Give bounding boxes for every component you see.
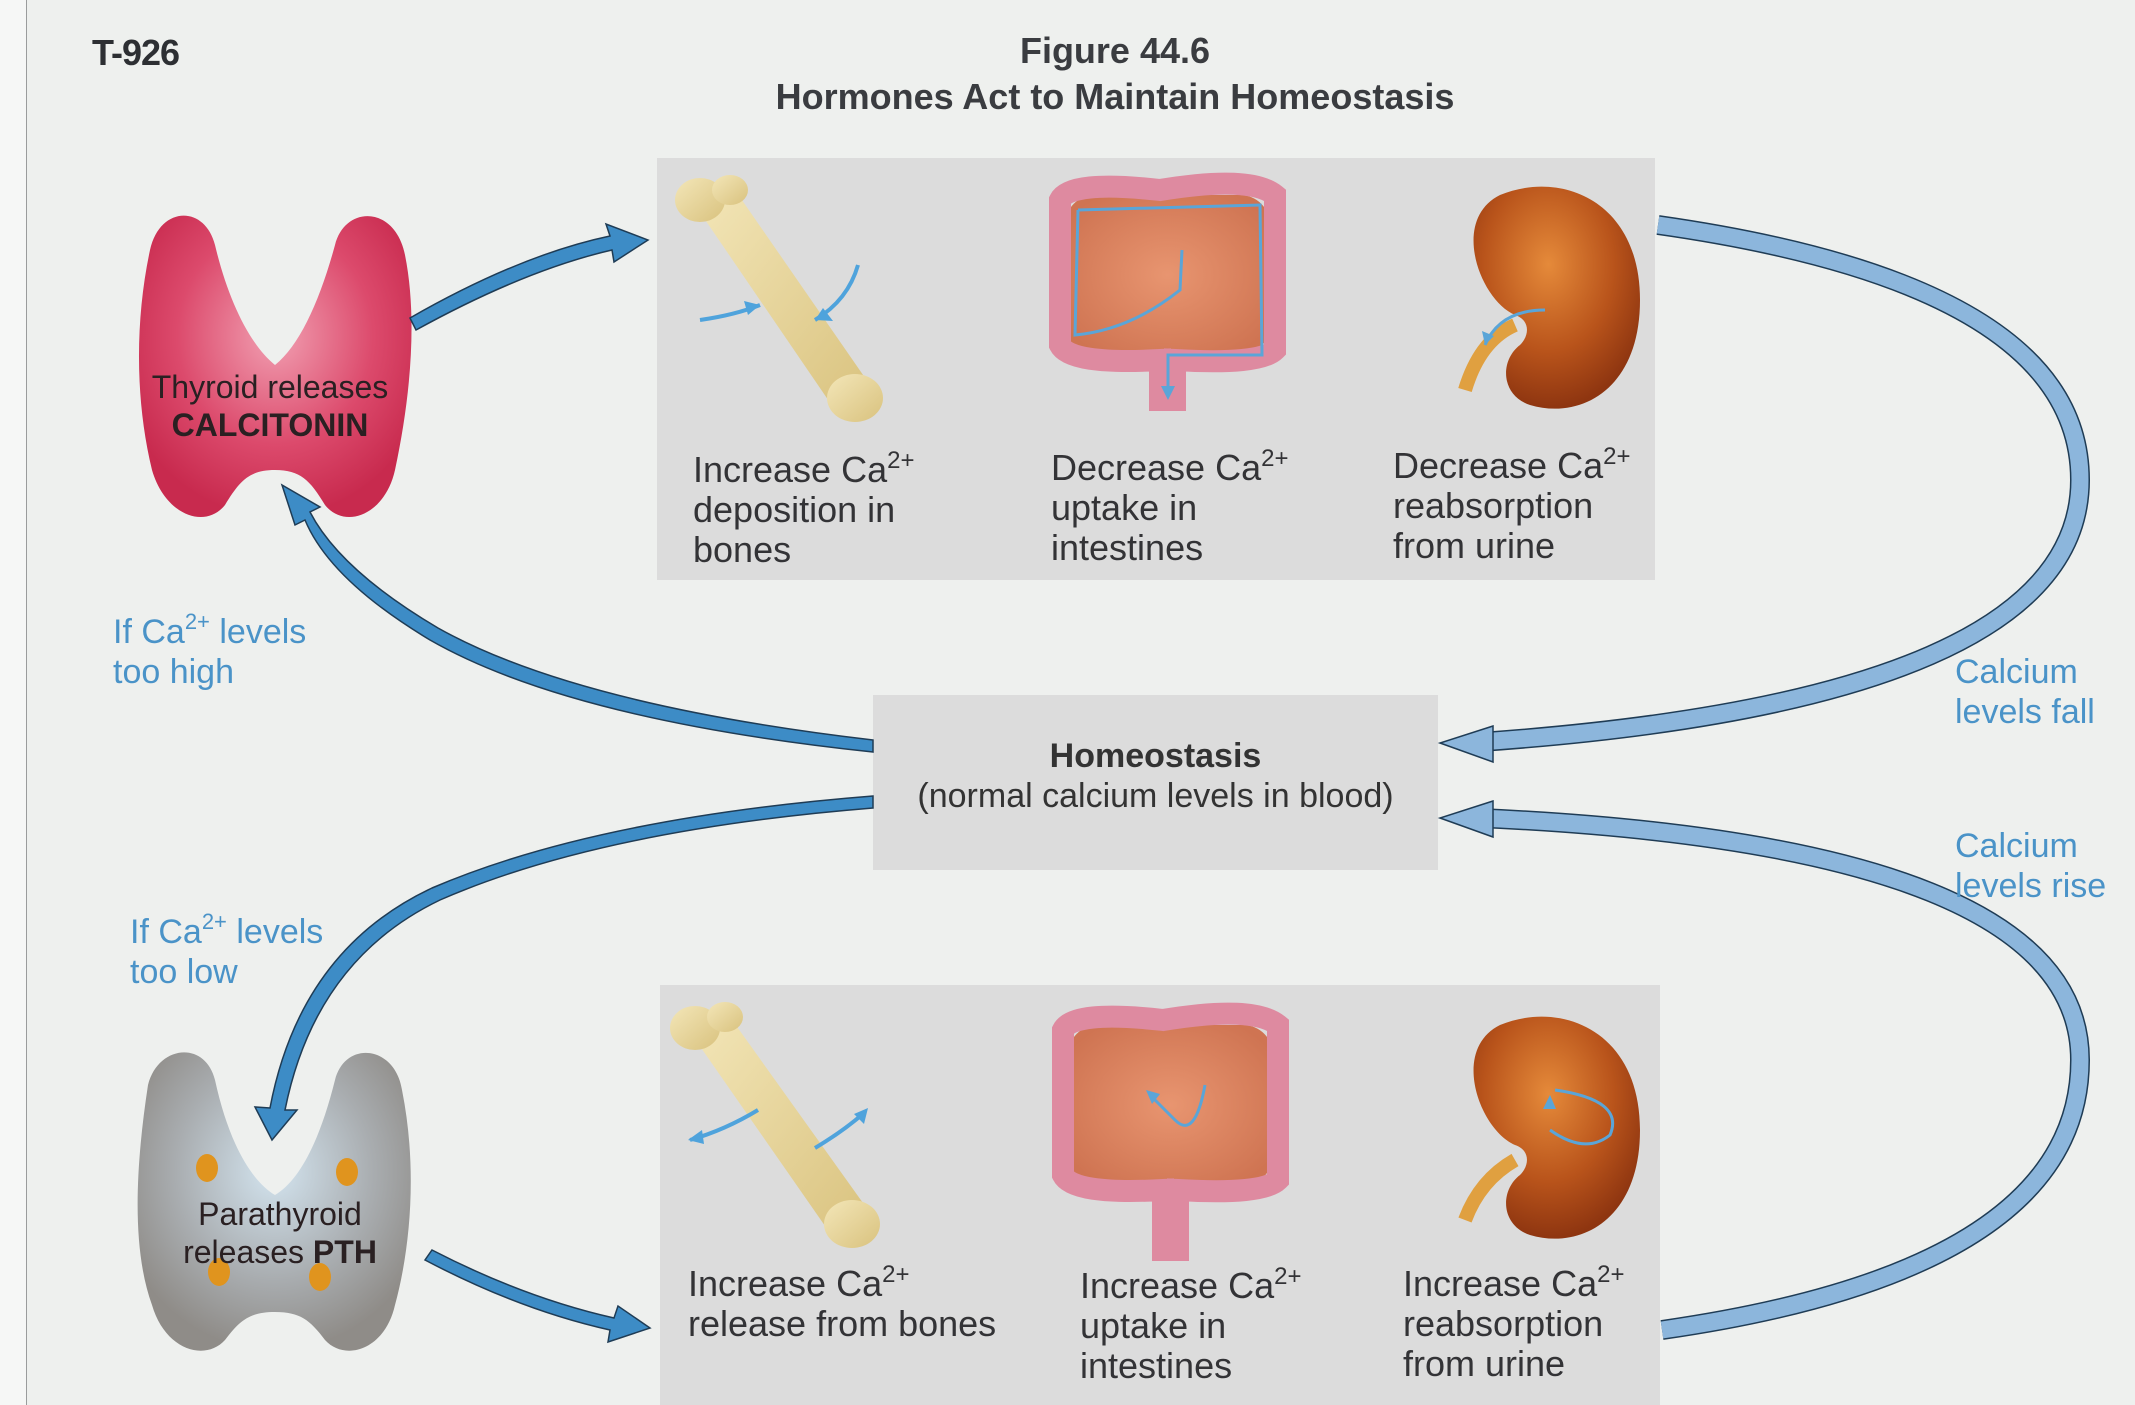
thyroid-label-line1: Thyroid releases xyxy=(151,369,389,405)
condition-high-prefix: If Ca xyxy=(113,613,185,651)
effect-sup: 2+ xyxy=(1597,1261,1625,1288)
condition-low-line2: too low xyxy=(130,953,238,991)
rise-line2: levels rise xyxy=(1955,867,2107,905)
effect-verb: Increase Ca xyxy=(693,449,888,490)
kidney-icon-bottom xyxy=(1458,1016,1640,1239)
homeostasis-subtitle: (normal calcium levels in blood) xyxy=(917,777,1394,815)
effect-bottom-intestine: Increase Ca2+ uptake in intestines xyxy=(1080,1263,1302,1386)
fall-line1: Calcium xyxy=(1955,653,2078,691)
figure-title-block: Figure 44.6 Hormones Act to Maintain Hom… xyxy=(700,28,1530,120)
parathyroid-nodule-icon xyxy=(309,1263,331,1291)
thyroid-label: Thyroid releases CALCITONIN xyxy=(120,368,420,444)
condition-too-low: If Ca2+ levels too low xyxy=(130,909,324,992)
intestine-icon-top xyxy=(1049,172,1286,411)
condition-low-sup: 2+ xyxy=(201,909,227,934)
rise-line1: Calcium xyxy=(1955,827,2078,865)
parathyroid-gland-icon xyxy=(137,1052,411,1351)
effect-line3: bones xyxy=(693,529,792,570)
thyroid-hormone: CALCITONIN xyxy=(171,407,369,443)
bone-icon-top xyxy=(675,175,883,422)
effect-line2: release from bones xyxy=(688,1303,997,1344)
figure-number: Figure 44.6 xyxy=(1019,30,1211,71)
effect-top-intestine: Decrease Ca2+ uptake in intestines xyxy=(1051,445,1289,568)
effect-bottom-bone: Increase Ca2+ release from bones xyxy=(688,1261,997,1344)
parathyroid-label-line2: releases xyxy=(183,1234,313,1270)
effect-line2: uptake in xyxy=(1080,1305,1227,1346)
condition-high-suffix: levels xyxy=(209,613,307,651)
kidney-icon-top xyxy=(1458,186,1640,409)
effect-line3: intestines xyxy=(1051,527,1204,568)
effect-line2: deposition in xyxy=(693,489,896,530)
effect-line2: reabsorption xyxy=(1393,485,1594,526)
homeostasis-title: Homeostasis xyxy=(1049,737,1262,775)
condition-low-suffix: levels xyxy=(226,913,324,951)
calcium-levels-fall-label: Calcium levels fall xyxy=(1955,652,2095,732)
effect-verb: Decrease Ca xyxy=(1051,447,1262,488)
condition-too-high: If Ca2+ levels too high xyxy=(113,609,307,692)
thyroid-gland-icon xyxy=(138,215,412,518)
loop-calcium-rises xyxy=(1437,799,2091,1340)
arrow-homeostasis-to-parathyroid xyxy=(253,795,874,1142)
effect-verb: Decrease Ca xyxy=(1393,445,1604,486)
parathyroid-nodule-icon xyxy=(208,1258,230,1286)
effect-sup: 2+ xyxy=(1274,1263,1302,1290)
condition-high-sup: 2+ xyxy=(184,609,210,634)
scan-edge xyxy=(0,0,27,1405)
intestine-icon-bottom xyxy=(1052,1002,1289,1261)
parathyroid-nodule-icon xyxy=(196,1154,218,1182)
loop-calcium-falls xyxy=(1437,215,2091,764)
effect-sup: 2+ xyxy=(882,1261,910,1288)
parathyroid-hormone: PTH xyxy=(312,1234,377,1270)
effect-verb: Increase Ca xyxy=(688,1263,883,1304)
arrow-thyroid-to-effects xyxy=(409,222,650,332)
parathyroid-label: Parathyroid releases PTH xyxy=(140,1195,420,1271)
figure-code: T-926 xyxy=(92,32,180,73)
effect-top-kidney: Decrease Ca2+ reabsorption from urine xyxy=(1393,443,1631,566)
figure-title: Hormones Act to Maintain Homeostasis xyxy=(775,76,1455,117)
calcium-levels-rise-label: Calcium levels rise xyxy=(1955,826,2106,906)
effect-top-bone: Increase Ca2+ deposition in bones xyxy=(693,447,915,570)
effect-sup: 2+ xyxy=(1261,445,1289,472)
condition-high-line2: too high xyxy=(113,653,234,691)
bone-icon-bottom xyxy=(670,1002,880,1248)
effect-line3: from urine xyxy=(1403,1343,1566,1384)
effect-line3: intestines xyxy=(1080,1345,1233,1386)
condition-low-prefix: If Ca xyxy=(130,913,202,951)
effect-sup: 2+ xyxy=(887,447,915,474)
fall-line2: levels fall xyxy=(1955,693,2095,731)
homeostasis-box: Homeostasis (normal calcium levels in bl… xyxy=(873,695,1438,870)
parathyroid-label-line1: Parathyroid xyxy=(198,1196,362,1232)
arrow-homeostasis-to-thyroid xyxy=(280,483,874,753)
effect-verb: Increase Ca xyxy=(1403,1263,1598,1304)
effect-verb: Increase Ca xyxy=(1080,1265,1275,1306)
effect-line2: reabsorption xyxy=(1403,1303,1604,1344)
arrow-parathyroid-to-effects xyxy=(423,1249,652,1344)
effect-bottom-kidney: Increase Ca2+ reabsorption from urine xyxy=(1403,1261,1625,1384)
effect-line3: from urine xyxy=(1393,525,1556,566)
effect-sup: 2+ xyxy=(1603,443,1631,470)
parathyroid-nodule-icon xyxy=(336,1158,358,1186)
effect-line2: uptake in xyxy=(1051,487,1198,528)
